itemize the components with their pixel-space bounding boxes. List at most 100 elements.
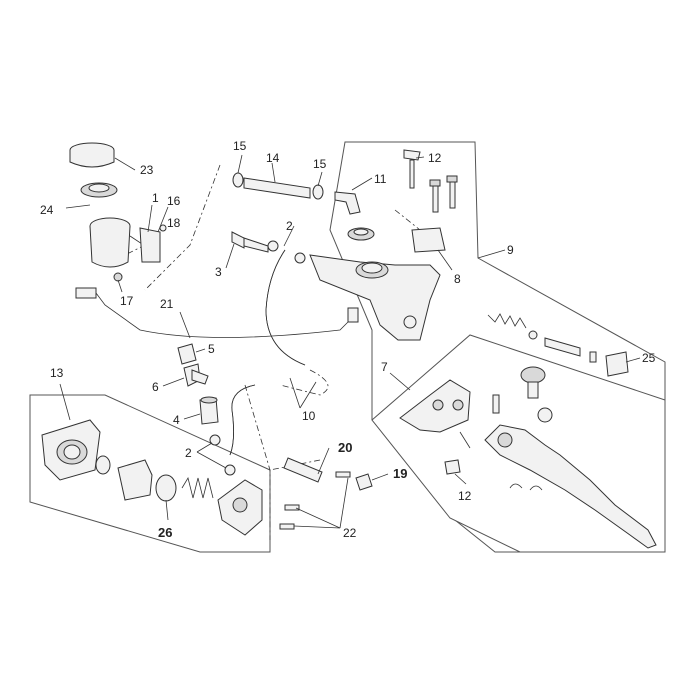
leader-17 xyxy=(117,279,123,293)
reservoir-cap xyxy=(69,142,115,168)
reservoir-clip xyxy=(113,272,123,282)
clamp-left xyxy=(232,172,244,188)
nut-12 xyxy=(444,459,461,475)
clutch-hose xyxy=(229,249,306,456)
leader-25 xyxy=(625,357,641,363)
o-ring-26 xyxy=(155,474,177,502)
assembly-line-cable xyxy=(279,369,329,396)
leader-22 xyxy=(293,477,349,529)
callout-2-lower: 2 xyxy=(185,446,192,460)
assembly-line-hose xyxy=(144,164,221,291)
callout-15-right: 15 xyxy=(313,157,327,171)
leader-9 xyxy=(477,249,506,259)
switch-cable xyxy=(75,287,359,338)
leader-2a xyxy=(283,225,295,247)
pin-20 xyxy=(283,457,323,483)
slave-cylinder-body xyxy=(41,419,101,481)
callout-16: 16 xyxy=(167,194,181,208)
leader-13 xyxy=(59,383,71,421)
fitting-4 xyxy=(199,396,219,425)
leader-15b xyxy=(317,171,323,187)
callout-21: 21 xyxy=(160,297,174,311)
assembly-line-bolt xyxy=(269,459,321,471)
lever-bracket xyxy=(399,379,471,433)
cylinder-cover xyxy=(217,479,263,536)
callout-14: 14 xyxy=(266,151,280,165)
callout-6: 6 xyxy=(152,380,159,394)
piston-spring xyxy=(181,476,214,499)
callout-17: 17 xyxy=(120,294,134,308)
circlip-b xyxy=(529,485,543,491)
leader-16 xyxy=(157,206,169,233)
leader-6 xyxy=(162,377,185,387)
callout-11: 11 xyxy=(374,172,387,186)
washer-lower-a xyxy=(209,434,221,446)
adjuster-knob xyxy=(520,366,553,423)
washer-right xyxy=(294,252,306,264)
fitting-6 xyxy=(183,363,209,387)
pivot-bushing xyxy=(605,351,629,377)
callout-8: 8 xyxy=(454,272,461,286)
callout-23: 23 xyxy=(140,163,154,177)
bolt-12-top xyxy=(403,149,421,189)
callout-18: 18 xyxy=(167,216,181,230)
banjo-bolt xyxy=(231,231,269,253)
callout-3: 3 xyxy=(215,265,222,279)
callout-9: 9 xyxy=(507,243,514,257)
leader-12a xyxy=(415,156,425,159)
spring-and-plunger xyxy=(487,313,597,363)
hose-14 xyxy=(243,177,311,199)
leader-8 xyxy=(437,249,453,271)
leader-20 xyxy=(317,447,330,475)
callout-24: 24 xyxy=(40,203,54,217)
callout-7: 7 xyxy=(381,360,388,374)
callout-19: 19 xyxy=(393,466,407,481)
leader-24 xyxy=(65,204,91,209)
leader-23 xyxy=(114,157,136,171)
clamp-screws xyxy=(429,175,458,213)
fluid-reservoir xyxy=(89,217,161,268)
leader-14 xyxy=(271,162,276,183)
callout-20: 20 xyxy=(338,440,352,455)
leader-4 xyxy=(183,413,201,420)
reservoir-bracket xyxy=(139,227,161,263)
circlip xyxy=(509,483,523,489)
cap-19 xyxy=(355,473,373,491)
callout-5: 5 xyxy=(208,342,215,356)
reservoir-diaphragm xyxy=(80,182,118,198)
leader-11 xyxy=(351,177,373,191)
callout-1: 1 xyxy=(152,191,159,205)
leader-7 xyxy=(389,372,411,391)
seal-ring xyxy=(95,455,111,475)
leader-19 xyxy=(371,473,389,481)
callout-13: 13 xyxy=(50,366,64,380)
screws-22-lower xyxy=(279,504,300,530)
assembly-line-lever xyxy=(394,209,421,231)
callout-10: 10 xyxy=(302,409,316,423)
callout-25: 25 xyxy=(642,351,656,365)
hose-fitting-11 xyxy=(334,191,375,241)
assembly-line-lower xyxy=(244,384,271,540)
callout-15-left: 15 xyxy=(233,139,247,153)
leader-5 xyxy=(195,348,206,353)
clutch-lever xyxy=(484,424,657,549)
lever-pin xyxy=(492,394,500,414)
callout-4: 4 xyxy=(173,413,180,427)
callout-26: 26 xyxy=(158,525,172,540)
piston xyxy=(117,459,153,501)
bracket-screw xyxy=(159,224,167,232)
washer-lower-b xyxy=(224,464,236,476)
leader-12b xyxy=(454,473,467,485)
washer-upper xyxy=(267,240,279,252)
callout-22: 22 xyxy=(343,526,357,540)
callout-2-upper: 2 xyxy=(286,219,293,233)
leader-2b xyxy=(196,442,227,469)
screw-22-upper xyxy=(335,471,351,478)
callout-12-upper: 12 xyxy=(428,151,442,165)
clamp-right xyxy=(312,184,324,200)
fitting-5 xyxy=(177,343,197,365)
leader-26 xyxy=(165,499,169,521)
leader-21 xyxy=(179,311,191,339)
handlebar-clamp xyxy=(411,227,446,253)
